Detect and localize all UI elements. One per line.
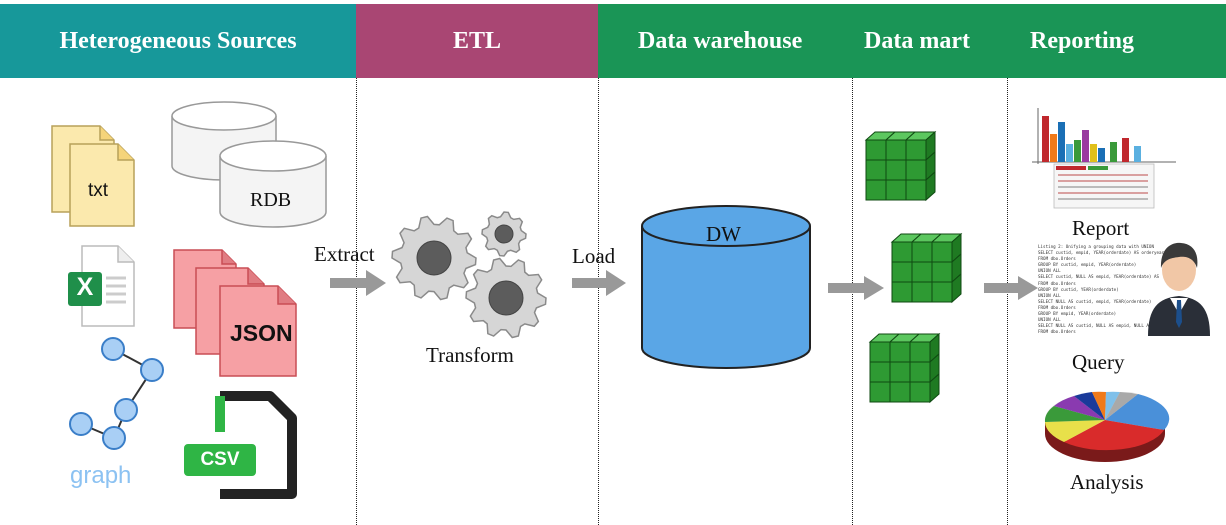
gears-transform-icon (391, 211, 547, 339)
rdb-database-icon (171, 101, 327, 228)
cube-face (931, 281, 953, 303)
csv-label: CSV (200, 449, 240, 470)
cube-face (869, 381, 891, 403)
header-etl: ETL (356, 4, 598, 78)
extract-label: Extract (314, 242, 375, 266)
analysis-pie-chart-icon (1044, 391, 1170, 462)
query-code-line: UNION ALL (1038, 317, 1061, 323)
csv-file-icon (184, 391, 297, 499)
graph-icon (69, 337, 164, 450)
cube-face (909, 361, 931, 383)
separator-etl-warehouse (598, 78, 599, 525)
separator-sources-etl (356, 78, 357, 525)
excel-x-label: X (76, 273, 94, 301)
transform-label: Transform (426, 343, 514, 367)
header-mart: Data mart (864, 27, 970, 54)
header-sources-label: Heterogeneous Sources (59, 27, 297, 54)
cube-face (905, 159, 927, 181)
dw-to-mart-arrow-icon (828, 276, 884, 300)
query-code-line: FROM dbo.Orders (1038, 280, 1076, 286)
graph-label: graph (70, 462, 132, 489)
query-code-line: SELECT NULL AS custid, empid, YEAR(order… (1038, 298, 1152, 304)
cube-face (889, 341, 911, 363)
cube-face (909, 381, 931, 403)
cube-face (889, 361, 911, 383)
cube-face (865, 139, 887, 161)
cube-face (911, 241, 933, 263)
extract-arrow-icon (330, 270, 386, 296)
cube-face (891, 281, 913, 303)
data-mart-cube-icon (864, 130, 937, 202)
query-label: Query (1072, 350, 1125, 374)
gear-hub-icon (488, 280, 524, 316)
cube-face (891, 241, 913, 263)
header-heterogeneous-sources: Heterogeneous Sources (0, 4, 356, 78)
query-code-line: UNION ALL (1038, 268, 1061, 274)
report-chart-icon (1032, 108, 1176, 209)
dw-label: DW (706, 222, 741, 246)
data-mart-cube-icon (868, 332, 941, 404)
json-document-icon (173, 249, 297, 377)
txt-label: txt (88, 180, 109, 201)
header-etl-label: ETL (452, 27, 502, 54)
cube-face (865, 159, 887, 181)
query-code-block: Listing 2: Unifying a grouping data with… (1038, 244, 1188, 335)
mart-to-reporting-arrow-icon (984, 276, 1038, 300)
cube-face (911, 281, 933, 303)
dw-database-icon (641, 205, 811, 369)
separator-mart-reporting (1007, 78, 1008, 525)
load-label: Load (572, 244, 616, 268)
query-code-line: FROM dbo.Orders (1038, 304, 1076, 310)
header-warehouse-group: Data warehouse Data mart Reporting (598, 4, 1226, 78)
query-code-line: SELECT custid, empid, YEAR(orderdate) AS… (1038, 250, 1165, 256)
cube-face (911, 261, 933, 283)
businessman-avatar-icon (1148, 242, 1210, 336)
query-code-line: GROUP BY empid, YEAR(orderdate) (1038, 311, 1117, 317)
excel-file-icon (68, 245, 135, 327)
rdb-label: RDB (250, 189, 292, 211)
header-reporting: Reporting (1030, 27, 1134, 54)
load-arrow-icon (572, 270, 626, 296)
gear-hub-icon (494, 224, 514, 244)
cube-face (865, 179, 887, 201)
report-label: Report (1072, 216, 1130, 240)
query-code-line: GROUP BY custid, empid, YEAR(orderdate) (1038, 262, 1137, 268)
cube-face (905, 139, 927, 161)
query-code-line: GROUP BY custid, YEAR(orderdate) (1038, 286, 1119, 292)
cube-face (931, 241, 953, 263)
cube-face (885, 159, 907, 181)
analysis-label: Analysis (1070, 470, 1144, 494)
cube-face (905, 179, 927, 201)
cube-face (889, 381, 911, 403)
cube-face (885, 139, 907, 161)
cube-face (869, 361, 891, 383)
query-code-line: SELECT custid, NULL AS empid, YEAR(order… (1038, 274, 1160, 280)
query-code-line: FROM dbo.Orders (1038, 256, 1076, 262)
query-code-line: UNION ALL (1038, 292, 1061, 298)
query-code-line: FROM dbo.Orders (1038, 329, 1076, 335)
txt-document-icon (51, 125, 135, 227)
header-warehouse: Data warehouse (638, 27, 803, 54)
separator-warehouse-mart (852, 78, 853, 525)
cube-face (931, 261, 953, 283)
cube-face (909, 341, 931, 363)
gear-hub-icon (416, 240, 452, 276)
cube-face (869, 341, 891, 363)
cube-face (885, 179, 907, 201)
query-code-line: Listing 2: Unifying a grouping data with… (1038, 244, 1154, 249)
json-label: JSON (230, 320, 293, 346)
cube-face (891, 261, 913, 283)
query-code-line: SELECT NULL AS custid, NULL AS empid, NU… (1038, 323, 1162, 329)
data-mart-cube-icon (890, 232, 963, 304)
